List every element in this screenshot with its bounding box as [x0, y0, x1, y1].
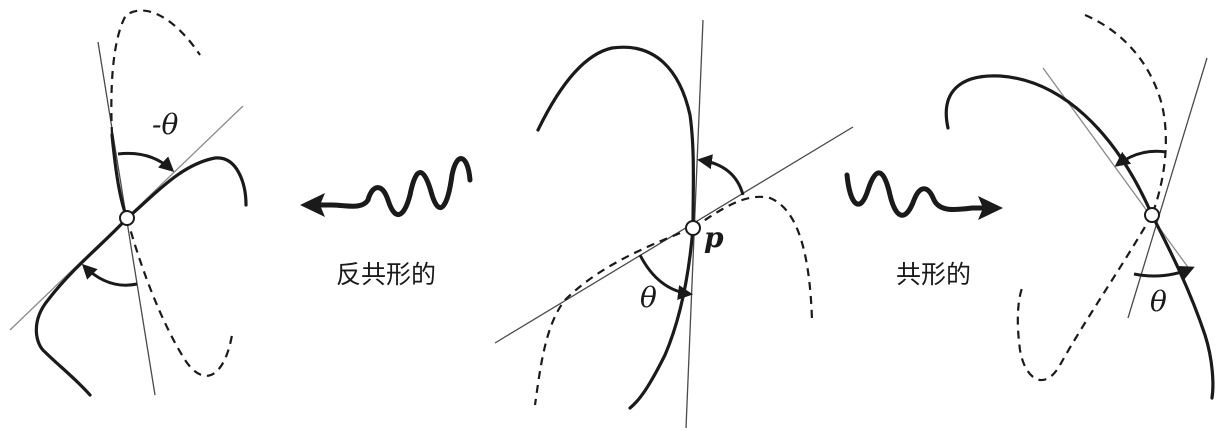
right-wavy-arrow: 共形的 [844, 170, 1003, 289]
center-angle-arc-bottom [638, 254, 693, 300]
center-panel: p θ [494, 19, 854, 429]
left-angle-arc-bottom [81, 263, 138, 287]
right-angle-label: θ [1150, 285, 1167, 318]
right-angle-arc-bottom [1133, 266, 1195, 280]
center-dashed-curve-left [533, 226, 694, 406]
left-panel: -θ [9, 9, 248, 397]
left-point [119, 210, 135, 226]
left-arrowhead [300, 193, 325, 217]
left-solid-curve-lower [34, 216, 129, 397]
center-solid-curve-lower [628, 226, 695, 410]
left-angle-label: -θ [152, 108, 178, 141]
left-angle-arc-top [117, 151, 175, 173]
right-wave [844, 170, 991, 218]
center-solid-curve-upper [536, 45, 695, 230]
right-point [1144, 207, 1160, 223]
center-dashed-curve-right [692, 195, 814, 321]
left-arrow-caption: 反共形的 [336, 260, 436, 289]
left-dashed-curve-lower [125, 217, 234, 377]
right-arrowhead [978, 196, 1003, 220]
center-angle-arc-top [697, 154, 745, 196]
left-solid-curve-upper [110, 133, 248, 221]
right-solid-curve-upper [944, 74, 1154, 217]
right-angle-arc-top [1114, 149, 1167, 167]
right-dashed-curve-upper [1084, 13, 1167, 216]
right-panel: θ [944, 13, 1215, 400]
center-point-label: p [704, 221, 724, 254]
right-arrow-caption: 共形的 [896, 260, 971, 289]
left-wave [312, 156, 473, 217]
left-wavy-arrow: 反共形的 [300, 156, 473, 289]
right-dashed-curve-lower [1016, 214, 1153, 382]
right-solid-curve-lower [1150, 213, 1215, 400]
center-point-p [685, 220, 701, 236]
center-angle-label: θ [640, 281, 657, 314]
